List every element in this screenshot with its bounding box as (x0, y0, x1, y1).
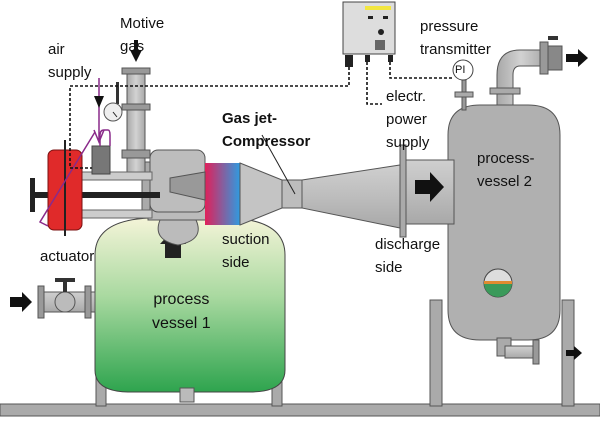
process-vessel-2 (447, 36, 588, 365)
label-pi: PI (455, 64, 466, 76)
gas-jet-compressor (141, 134, 455, 246)
label-compressor: Gas jet-Compressor (222, 110, 311, 150)
process-vessel-1 (10, 217, 286, 403)
pressure-indicator (452, 59, 474, 81)
label-actuator: actuator (40, 248, 95, 265)
label-vessel-2: process-vessel 2 (477, 150, 535, 190)
actuator (30, 78, 160, 236)
control-unit (69, 1, 474, 169)
